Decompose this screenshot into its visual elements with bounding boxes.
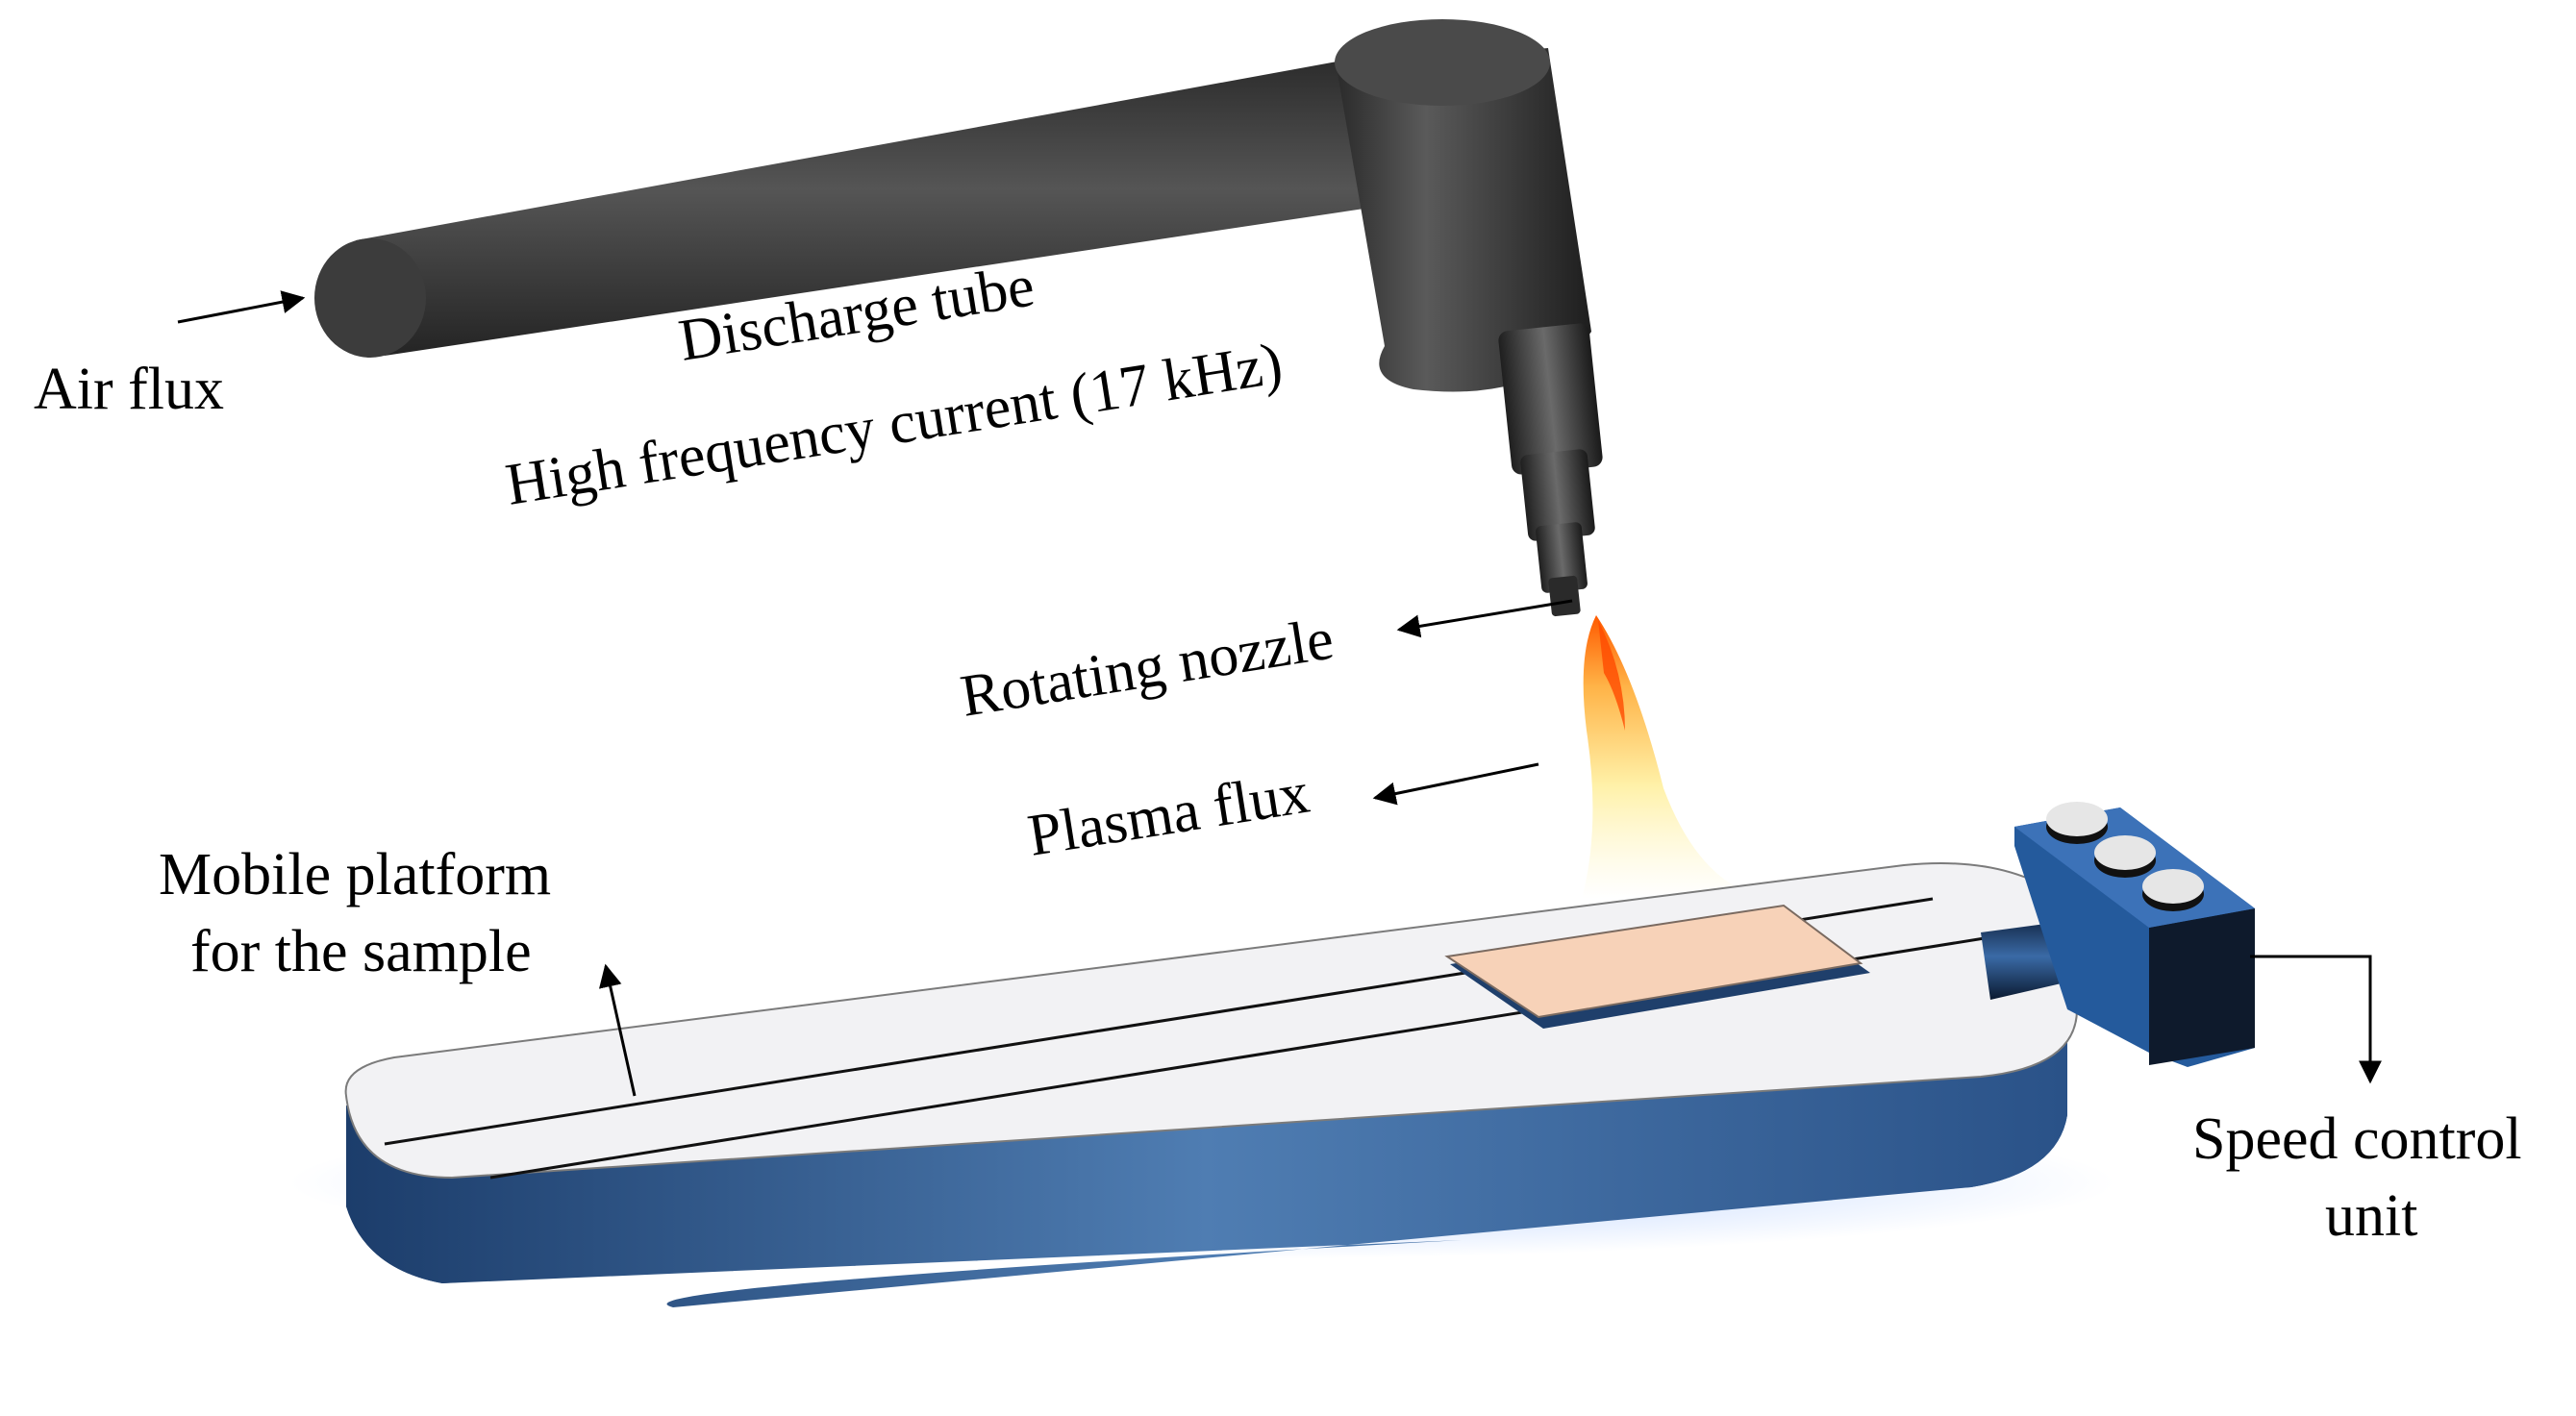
- sample-plate: [1444, 904, 1870, 1029]
- plasma-flux-arrow: [1372, 762, 1539, 806]
- vertical-column: [1335, 19, 1591, 392]
- arrows: [177, 290, 2382, 1097]
- mobile-platform-label-line1: Mobile platform: [159, 842, 551, 907]
- air-flux-label: Air flux: [34, 357, 224, 422]
- rotating-nozzle-label: Rotating nozzle: [957, 607, 1338, 730]
- speed-control-label-line2: unit: [2325, 1183, 2417, 1249]
- rotating-nozzle: [1498, 323, 1603, 617]
- mobile-platform-label-line2: for the sample: [190, 919, 532, 984]
- speed-control-label-line1: Speed control: [2192, 1106, 2522, 1172]
- mobile-platform: [288, 862, 2115, 1307]
- mobile-platform-arrow: [598, 963, 637, 1097]
- plasma-flame: [1582, 615, 1740, 899]
- high-frequency-current-label: High frequency current (17 kHz): [502, 331, 1288, 518]
- speed-control-arrow: [2250, 955, 2382, 1084]
- discharge-tube: [314, 53, 1409, 358]
- rotating-nozzle-arrow: [1396, 599, 1573, 638]
- plasma-flux-label: Plasma flux: [1024, 760, 1313, 869]
- air-flux-arrow: [177, 290, 306, 324]
- speed-control-unit: [1981, 802, 2255, 1067]
